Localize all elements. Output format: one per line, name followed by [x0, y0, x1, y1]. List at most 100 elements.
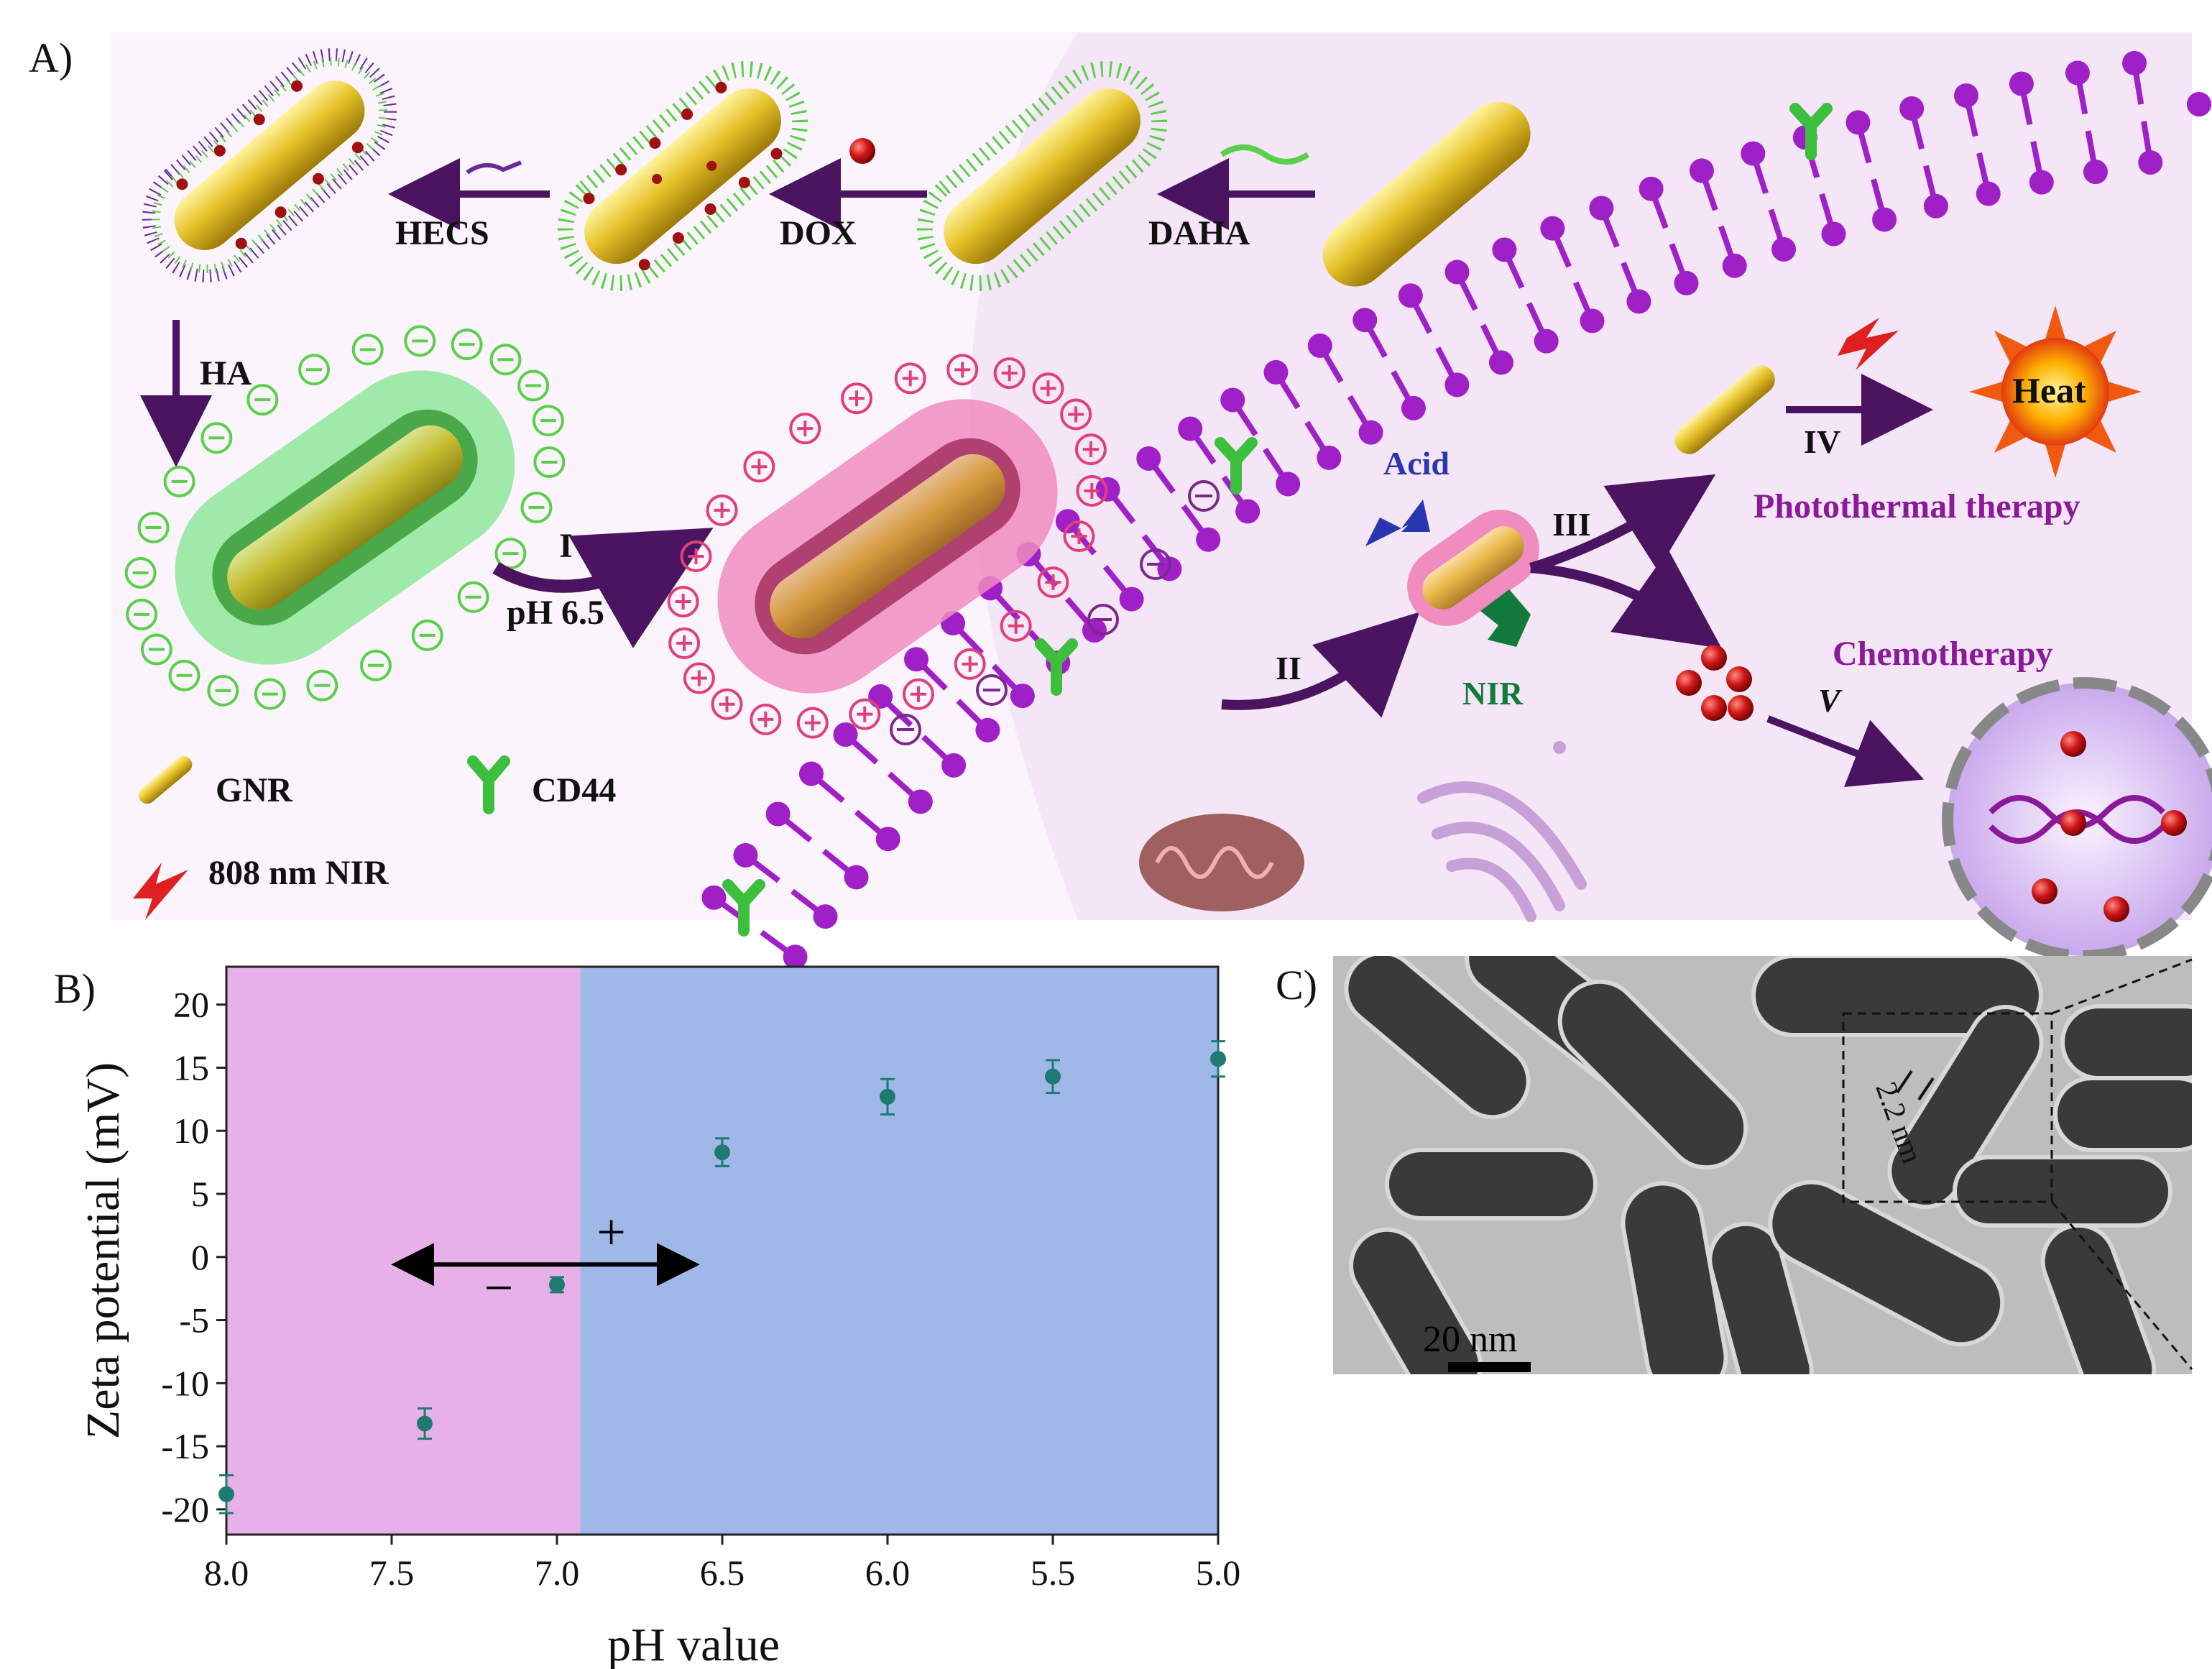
step-release: III	[1529, 474, 1722, 649]
chemotherapy-label: Chemotherapy	[1833, 635, 2053, 673]
data-point	[1210, 1051, 1226, 1067]
acid-trigger: Acid	[1365, 445, 1450, 546]
step-endocytosis: II	[1221, 612, 1420, 718]
cd44-receptor	[1789, 103, 1833, 160]
x-tick-label: 5.0	[1196, 1553, 1241, 1593]
y-tick-label: 0	[191, 1237, 209, 1277]
ha-shelled-rod	[175, 370, 515, 665]
panel-b-letter: B)	[54, 965, 96, 1012]
laser-bolt-icon	[1838, 318, 1899, 370]
x-tick-label: 7.0	[535, 1553, 580, 1593]
heat-label: Heat	[2012, 370, 2086, 410]
gold-nanorod	[1322, 101, 1531, 287]
laser-legend-icon	[133, 863, 188, 920]
step-three-label: III	[1552, 506, 1591, 543]
x-tick-label: 5.5	[1031, 1553, 1076, 1593]
cd44-receptor	[1215, 437, 1258, 495]
dox-loaded-rod	[557, 61, 808, 291]
y-tick-label: -20	[161, 1489, 209, 1530]
y-tick-label: 5	[191, 1174, 209, 1214]
released-dox-cluster	[1676, 645, 1754, 721]
ph-label: pH 6.5	[507, 594, 604, 632]
cd44-receptor	[722, 879, 765, 937]
panel-a: A)	[29, 32, 2212, 970]
step-ph-switch: I pH 6.5	[492, 527, 714, 648]
step-hecs: HECS	[388, 158, 550, 252]
data-point	[1045, 1068, 1061, 1085]
negative-sign: −	[484, 1259, 514, 1316]
x-tick-label: 8.0	[204, 1553, 249, 1593]
y-tick-label: 10	[173, 1111, 209, 1151]
data-point	[218, 1486, 234, 1502]
mitochondrion-icon	[1139, 814, 1304, 911]
legend: GNR CD44 808 nm NIR	[133, 755, 616, 920]
zoom-inset-box	[1842, 1012, 2053, 1203]
panel-c: C)	[1276, 956, 2193, 1374]
acid-label: Acid	[1383, 445, 1450, 482]
x-tick-label: 6.5	[700, 1553, 745, 1593]
negative-charge-region	[226, 967, 581, 1535]
hecs-coated-rod	[142, 48, 397, 282]
panel-b: B) 20 15 10 5 0 -5 -10 -15 -20 8.0 7.5 7.0 6.5 6.0 5.…	[54, 965, 1240, 1669]
y-tick-label: -15	[161, 1426, 209, 1466]
cd44-receptor	[1035, 638, 1078, 696]
nir-label: NIR	[1462, 675, 1524, 712]
x-axis-title: pH value	[607, 1619, 780, 1669]
positive-sign: +	[596, 1203, 626, 1261]
legend-cd44-label: CD44	[532, 771, 616, 809]
daha-label: DAHA	[1148, 214, 1250, 252]
step-photothermal: IV	[1786, 318, 1933, 460]
x-tick-label: 6.0	[865, 1553, 911, 1593]
cell-membrane	[701, 50, 2211, 970]
cd44-legend-icon	[467, 755, 510, 814]
membrane-charges	[890, 480, 1220, 745]
legend-gnr-label: GNR	[216, 771, 293, 809]
step-ha: HA	[140, 320, 252, 467]
ha-label: HA	[200, 354, 252, 392]
y-tick-label: -5	[179, 1300, 209, 1341]
step-dox: DOX	[769, 138, 927, 252]
legend-laser-label: 808 nm NIR	[208, 854, 390, 892]
released-nanorod	[1674, 365, 1775, 454]
y-tick-label: 15	[173, 1047, 209, 1088]
step-two-label: II	[1276, 650, 1301, 686]
step-chemotherapy: V	[1766, 682, 1925, 787]
data-point	[549, 1277, 565, 1293]
scale-bar-label: 20 nm	[1423, 1319, 1517, 1360]
x-axis: 8.0 7.5 7.0 6.5 6.0 5.5 5.0	[204, 1535, 1241, 1593]
acid-cycle-icon	[1365, 500, 1430, 546]
golgi-icon	[1417, 741, 1587, 922]
daha-coated-rod	[916, 61, 1168, 291]
charge-reversed-rod	[717, 399, 1058, 694]
y-tick-label: 20	[173, 985, 209, 1025]
panel-a-letter: A)	[29, 35, 73, 81]
internalized-rod	[1407, 510, 1539, 626]
zeta-potential-chart: 20 15 10 5 0 -5 -10 -15 -20 8.0 7.5 7.0 6.5 6.0 5.5 5.…	[77, 965, 1241, 1669]
nir-cycle-icon	[1480, 589, 1531, 647]
gnr-legend-icon	[138, 755, 193, 804]
step-daha: DAHA	[1148, 144, 1315, 252]
y-axis-title: Zeta potential (mV)	[77, 1062, 129, 1439]
positive-charge-ring	[667, 354, 1108, 739]
tem-micrograph: 2.2 nm 20 nm	[1333, 956, 2193, 1374]
heat-sun-icon	[1969, 305, 2142, 478]
data-point	[880, 1088, 895, 1105]
negative-charge-ring	[124, 325, 566, 710]
photothermal-therapy-label: Photothermal therapy	[1754, 487, 2080, 525]
dox-label: DOX	[780, 214, 857, 252]
positive-charge-region	[580, 967, 1218, 1535]
dox-molecule-icon	[849, 138, 875, 164]
hecs-label: HECS	[395, 214, 489, 252]
y-tick-label: -10	[161, 1363, 209, 1403]
data-point	[417, 1415, 433, 1432]
panel-c-letter: C)	[1276, 962, 1317, 1008]
step-one-label: I	[559, 527, 573, 565]
cell-nucleus-icon	[1942, 677, 2212, 962]
y-axis: 20 15 10 5 0 -5 -10 -15 -20	[161, 985, 226, 1530]
data-point	[714, 1144, 730, 1161]
scale-bar: 20 nm	[1423, 1319, 1531, 1372]
step-four-label: IV	[1804, 423, 1840, 460]
x-tick-label: 7.5	[369, 1553, 415, 1593]
nir-trigger: NIR	[1462, 589, 1531, 712]
